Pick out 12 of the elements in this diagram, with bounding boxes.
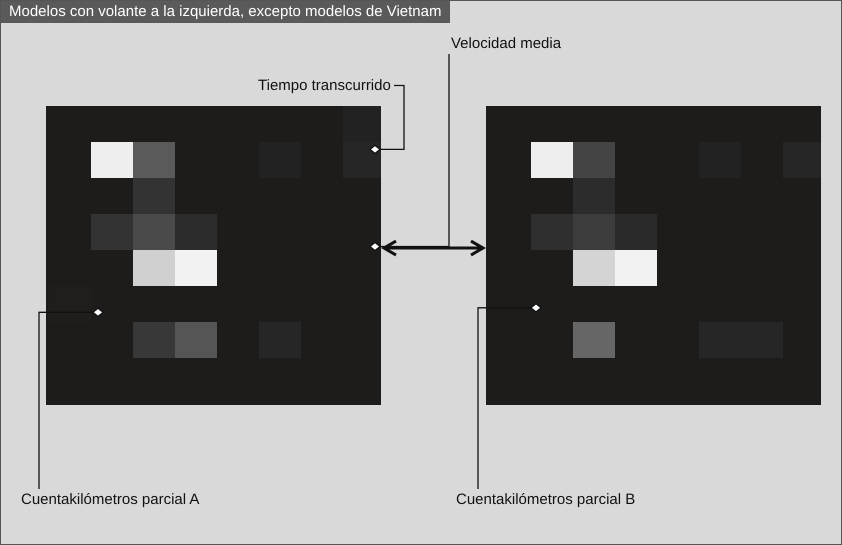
title-banner: Modelos con volante a la izquierda, excepto modelos de Vietnam bbox=[1, 1, 450, 23]
leader-line bbox=[369, 54, 450, 252]
double-arrow bbox=[382, 240, 484, 257]
leader-line bbox=[369, 84, 405, 154]
callout-label: Cuentakilómetros parcial B bbox=[456, 491, 636, 508]
callout-label: Cuentakilómetros parcial A bbox=[21, 491, 200, 508]
leader-line bbox=[477, 303, 542, 489]
leader-line bbox=[38, 308, 104, 489]
callout-label: Tiempo transcurrido bbox=[258, 77, 391, 94]
display-screen-picture bbox=[486, 106, 821, 405]
callout-label: Velocidad media bbox=[451, 35, 562, 52]
display-screen-picture bbox=[46, 106, 381, 405]
